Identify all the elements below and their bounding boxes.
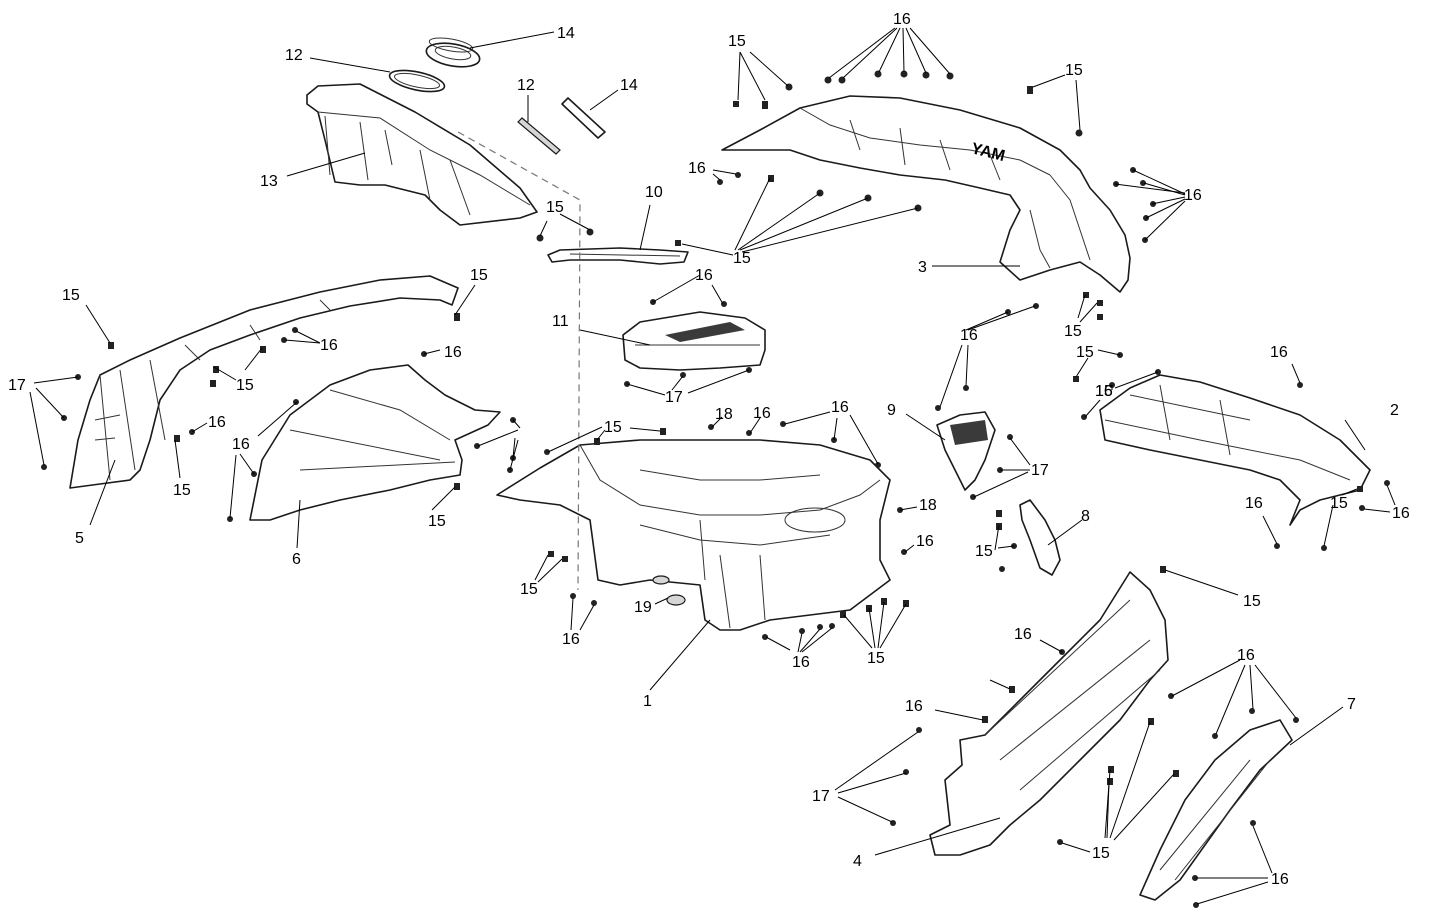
part-8-deflector <box>1019 499 1061 576</box>
callout-15: 15 <box>733 250 751 267</box>
callout-16: 16 <box>1270 344 1288 361</box>
callout-15: 15 <box>428 513 446 530</box>
callout-10: 10 <box>645 184 663 201</box>
callout-18: 18 <box>715 406 733 423</box>
callout-2: 2 <box>1390 402 1399 419</box>
callout-14: 14 <box>557 25 575 42</box>
callout-7: 7 <box>1347 696 1356 713</box>
callout-15: 15 <box>1065 62 1083 79</box>
callout-15: 15 <box>470 267 488 284</box>
callout-15: 15 <box>1064 323 1082 340</box>
callout-12: 12 <box>517 77 535 94</box>
callout-16: 16 <box>208 414 226 431</box>
callout-16: 16 <box>916 533 934 550</box>
part-12-ring-seal-inner <box>393 72 441 90</box>
callout-9: 9 <box>887 402 896 419</box>
callout-15: 15 <box>1243 593 1261 610</box>
callout-15: 15 <box>236 377 254 394</box>
callout-15: 15 <box>1095 383 1113 400</box>
callout-13: 13 <box>260 173 278 190</box>
callout-15: 15 <box>546 199 564 216</box>
callout-16: 16 <box>905 698 923 715</box>
callout-16: 16 <box>320 337 338 354</box>
callout-16: 16 <box>1271 871 1289 888</box>
callout-15: 15 <box>62 287 80 304</box>
callout-16: 16 <box>792 654 810 671</box>
part-5-left-outer-fender <box>69 275 459 489</box>
part-10-rail-bracket <box>547 247 689 265</box>
callout-16: 16 <box>444 344 462 361</box>
callout-5: 5 <box>75 530 84 547</box>
callout-16: 16 <box>562 631 580 648</box>
part-1-storage-tub <box>496 439 891 631</box>
callout-16: 16 <box>831 399 849 416</box>
callout-3: 3 <box>918 259 927 276</box>
callout-16: 16 <box>232 436 250 453</box>
callout-16: 16 <box>1014 626 1032 643</box>
callout-17: 17 <box>8 377 26 394</box>
callout-11: 11 <box>552 313 569 330</box>
callout-15: 15 <box>173 482 191 499</box>
part-14-clip-bar <box>561 97 606 139</box>
callout-16: 16 <box>695 267 713 284</box>
part-12-seal-strip <box>517 117 561 155</box>
assembly-dashed-line <box>457 131 581 591</box>
callout-6: 6 <box>292 551 301 568</box>
callout-16: 16 <box>1245 495 1263 512</box>
part-4-right-side-panel <box>929 571 1169 856</box>
callout-numbers: 14 12 12 14 13 15 16 15 10 16 15 16 15 3… <box>8 11 1410 888</box>
callout-15: 15 <box>1330 495 1348 512</box>
callout-8: 8 <box>1081 508 1090 525</box>
callout-15: 15 <box>975 543 993 560</box>
part-12-ring-seal <box>388 69 446 93</box>
callout-16: 16 <box>1392 505 1410 522</box>
callout-14: 14 <box>620 77 638 94</box>
callout-18: 18 <box>919 497 937 514</box>
callout-15: 15 <box>1076 344 1094 361</box>
callout-15: 15 <box>867 650 885 667</box>
callout-19: 19 <box>634 599 652 616</box>
part-19-grommet <box>652 575 686 606</box>
callout-4: 4 <box>853 853 862 870</box>
callout-16: 16 <box>960 327 978 344</box>
part-2-right-rear-fender <box>1099 374 1371 526</box>
callout-16: 16 <box>688 160 706 177</box>
callout-15: 15 <box>520 581 538 598</box>
callout-17: 17 <box>1031 462 1049 479</box>
part-11-vent-panel <box>622 311 766 371</box>
part-9-small-vent <box>936 411 996 491</box>
callout-16: 16 <box>893 11 911 28</box>
callout-15: 15 <box>604 419 622 436</box>
part-7-right-trim <box>1139 719 1293 901</box>
leader-lines <box>29 27 1396 905</box>
callout-16: 16 <box>1184 187 1202 204</box>
callout-17: 17 <box>665 389 683 406</box>
part-6-left-inner-fender <box>249 364 501 521</box>
callout-15: 15 <box>728 33 746 50</box>
callout-12: 12 <box>285 47 303 64</box>
callout-16: 16 <box>753 405 771 422</box>
part-14-round-cap <box>425 37 481 68</box>
part-3-upper-rear-cowl <box>721 95 1131 293</box>
callout-1: 1 <box>643 693 652 710</box>
callout-15: 15 <box>1092 845 1110 862</box>
callout-17: 17 <box>812 788 830 805</box>
callout-16: 16 <box>1237 647 1255 664</box>
callout-16: 16 <box>1095 383 1113 400</box>
fasteners <box>41 70 1390 908</box>
part-13-storage-lid <box>306 83 538 226</box>
